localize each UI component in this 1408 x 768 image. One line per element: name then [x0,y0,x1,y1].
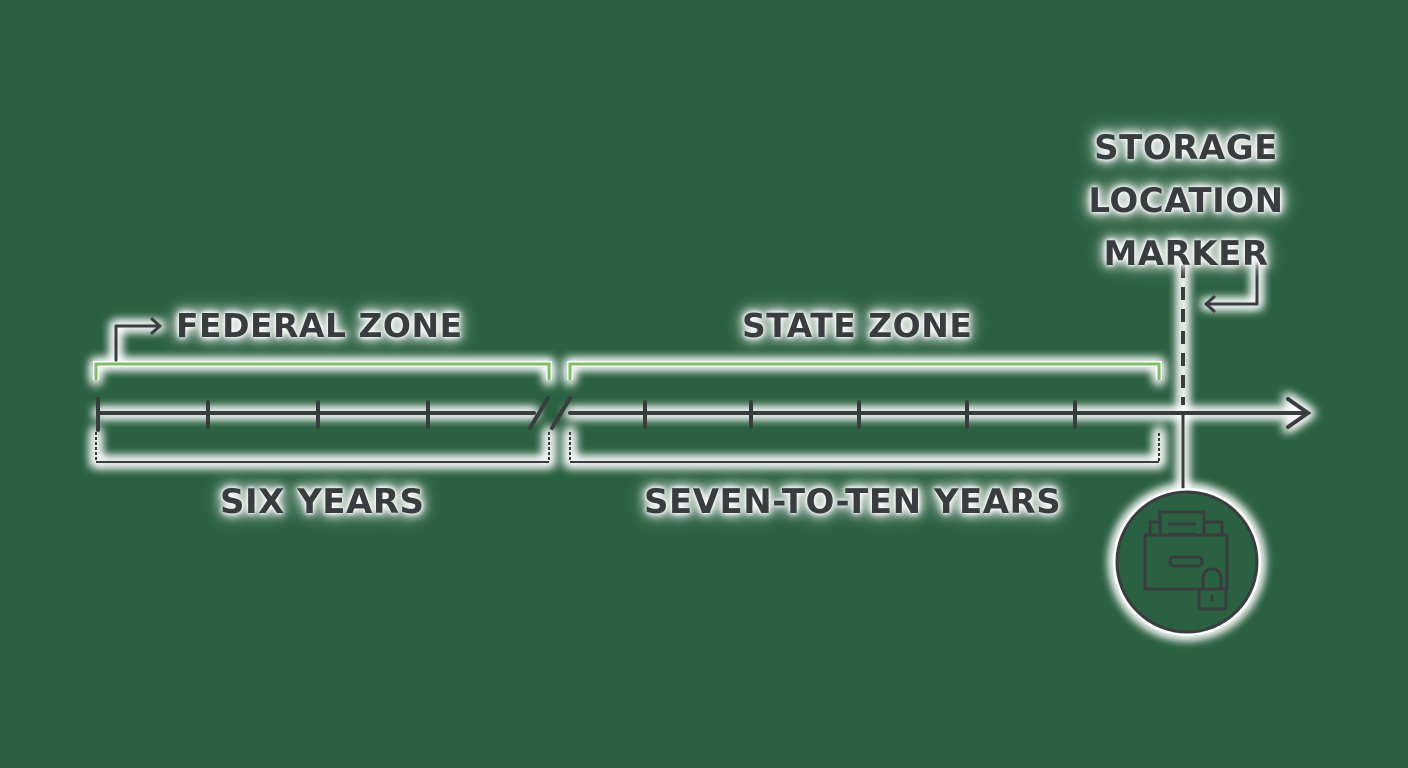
storage-label-line-3: MARKER [1103,234,1269,274]
bent-arrow-left-icon [1204,262,1259,313]
seven-to-ten-years-label: SEVEN-TO-TEN YEARS [644,482,1062,522]
state-zone-bracket [567,361,1162,380]
six-years-label: SIX YEARS [220,482,425,522]
federal-zone-bracket [93,361,552,380]
archive-box-with-lock-icon [1113,488,1261,636]
state-zone-label: STATE ZONE [742,306,973,345]
storage-label-line-2: LOCATION [1088,181,1284,221]
seven-to-ten-years-bracket [569,432,1160,463]
bent-arrow-right-icon [114,317,162,362]
federal-zone-label: FEDERAL ZONE [176,306,463,345]
axis-break-icon [528,396,572,430]
storage-label-line-1: STORAGE [1094,128,1278,168]
storage-location-marker-label: STORAGE LOCATION MARKER [1072,122,1300,281]
timeline-axis [96,397,1312,432]
timeline-arrow-head-icon [1286,397,1312,429]
